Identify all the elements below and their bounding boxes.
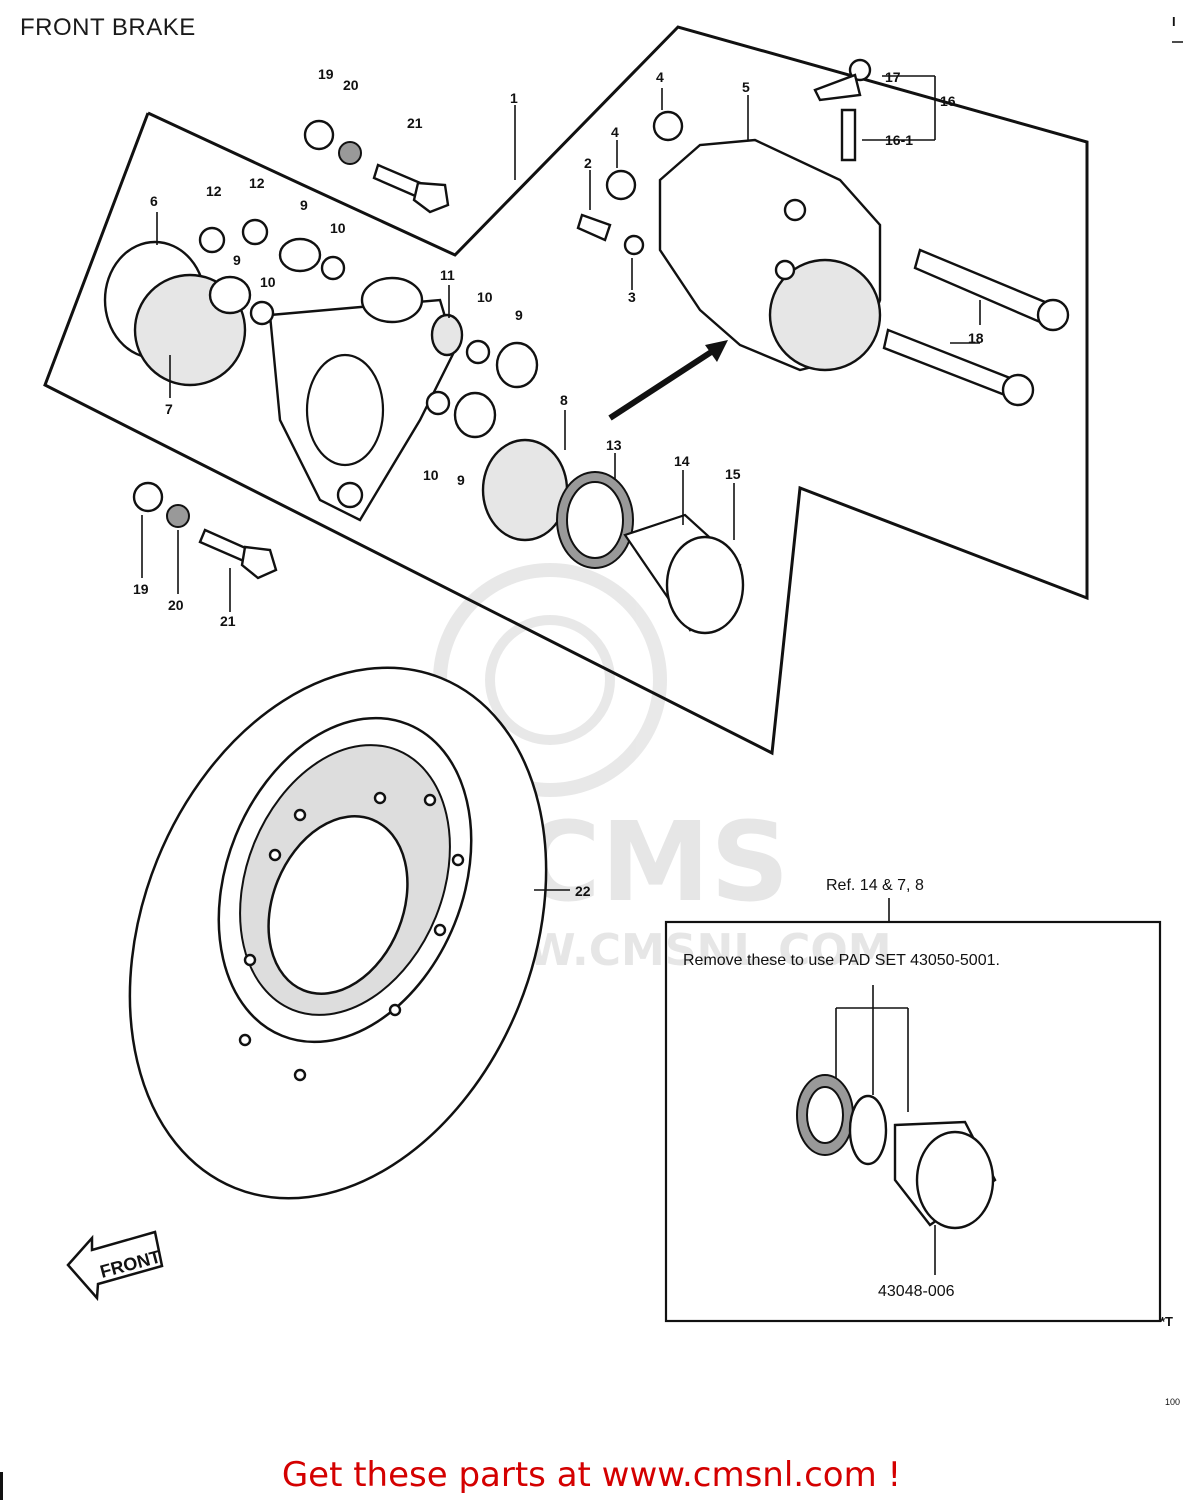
margin-mark-inset: *T [1160, 1314, 1173, 1329]
callout-10: 10 [260, 274, 276, 290]
upper-bolt-set [303, 119, 450, 214]
callout-16: 16 [940, 93, 956, 109]
callout-13: 13 [606, 437, 622, 453]
inset-part-number: 43048-006 [878, 1283, 955, 1300]
inset-ref: Ref. 14 & 7, 8 [826, 877, 924, 894]
margin-mark-code: 100 [1165, 1397, 1180, 1407]
margin-mark-top: I [1172, 14, 1176, 29]
nuts-and-screw [576, 110, 684, 256]
callout-9: 9 [233, 252, 241, 268]
front-arrow: FRONT [66, 1230, 164, 1302]
page-title: FRONT BRAKE [20, 14, 196, 41]
callout-19: 19 [133, 581, 149, 597]
small-parts-left [198, 218, 539, 439]
inset-note: Remove these to use PAD SET 43050-5001. [683, 952, 1000, 969]
callout-15: 15 [725, 466, 741, 482]
callout-16-1: 16-1 [885, 132, 913, 148]
callout-17: 17 [885, 69, 901, 85]
callout-9: 9 [300, 197, 308, 213]
callout-10: 10 [423, 467, 439, 483]
callout-5: 5 [742, 79, 750, 95]
callout-4: 4 [611, 124, 619, 140]
caliper-body [658, 138, 882, 372]
caliper-bracket [268, 298, 457, 522]
callout-21: 21 [407, 115, 423, 131]
callout-6: 6 [150, 193, 158, 209]
callout-21: 21 [220, 613, 236, 629]
callout-2: 2 [584, 155, 592, 171]
lower-bolt-set [132, 481, 278, 580]
pad-set-inset: Ref. 14 & 7, 8 Remove these to use PAD S… [664, 877, 1162, 1323]
brake-disc [128, 666, 548, 1200]
callout-20: 20 [168, 597, 184, 613]
callout-20: 20 [343, 77, 359, 93]
direction-arrow [608, 340, 728, 421]
caliper-pins [882, 248, 1070, 407]
leader-lines [141, 75, 981, 922]
callout-12: 12 [249, 175, 265, 191]
callout-1: 1 [510, 90, 518, 106]
callout-11: 11 [440, 267, 455, 283]
callout-14: 14 [674, 453, 690, 469]
callout-3: 3 [628, 289, 636, 305]
callout-9: 9 [515, 307, 523, 323]
callout-22: 22 [575, 883, 591, 899]
caliper-assembly-frame [43, 25, 1089, 756]
svg-text:CMS: CMS [520, 798, 789, 926]
brake-pads [103, 240, 247, 387]
callout-8: 8 [560, 392, 568, 408]
callout-18: 18 [968, 330, 984, 346]
callout-4: 4 [656, 69, 664, 85]
footer-link[interactable]: Get these parts at www.cmsnl.com ! [281, 1455, 902, 1495]
bleeder-valve [813, 58, 872, 162]
callout-7: 7 [165, 401, 173, 417]
callout-10: 10 [330, 220, 346, 236]
callout-9: 9 [457, 472, 465, 488]
piston-assembly [481, 438, 745, 635]
callout-labels: 1 2 3 4 4 5 6 7 8 9 9 9 9 10 10 10 10 11… [133, 66, 984, 899]
callout-10: 10 [477, 289, 493, 305]
callout-12: 12 [206, 183, 222, 199]
callout-19: 19 [318, 66, 334, 82]
